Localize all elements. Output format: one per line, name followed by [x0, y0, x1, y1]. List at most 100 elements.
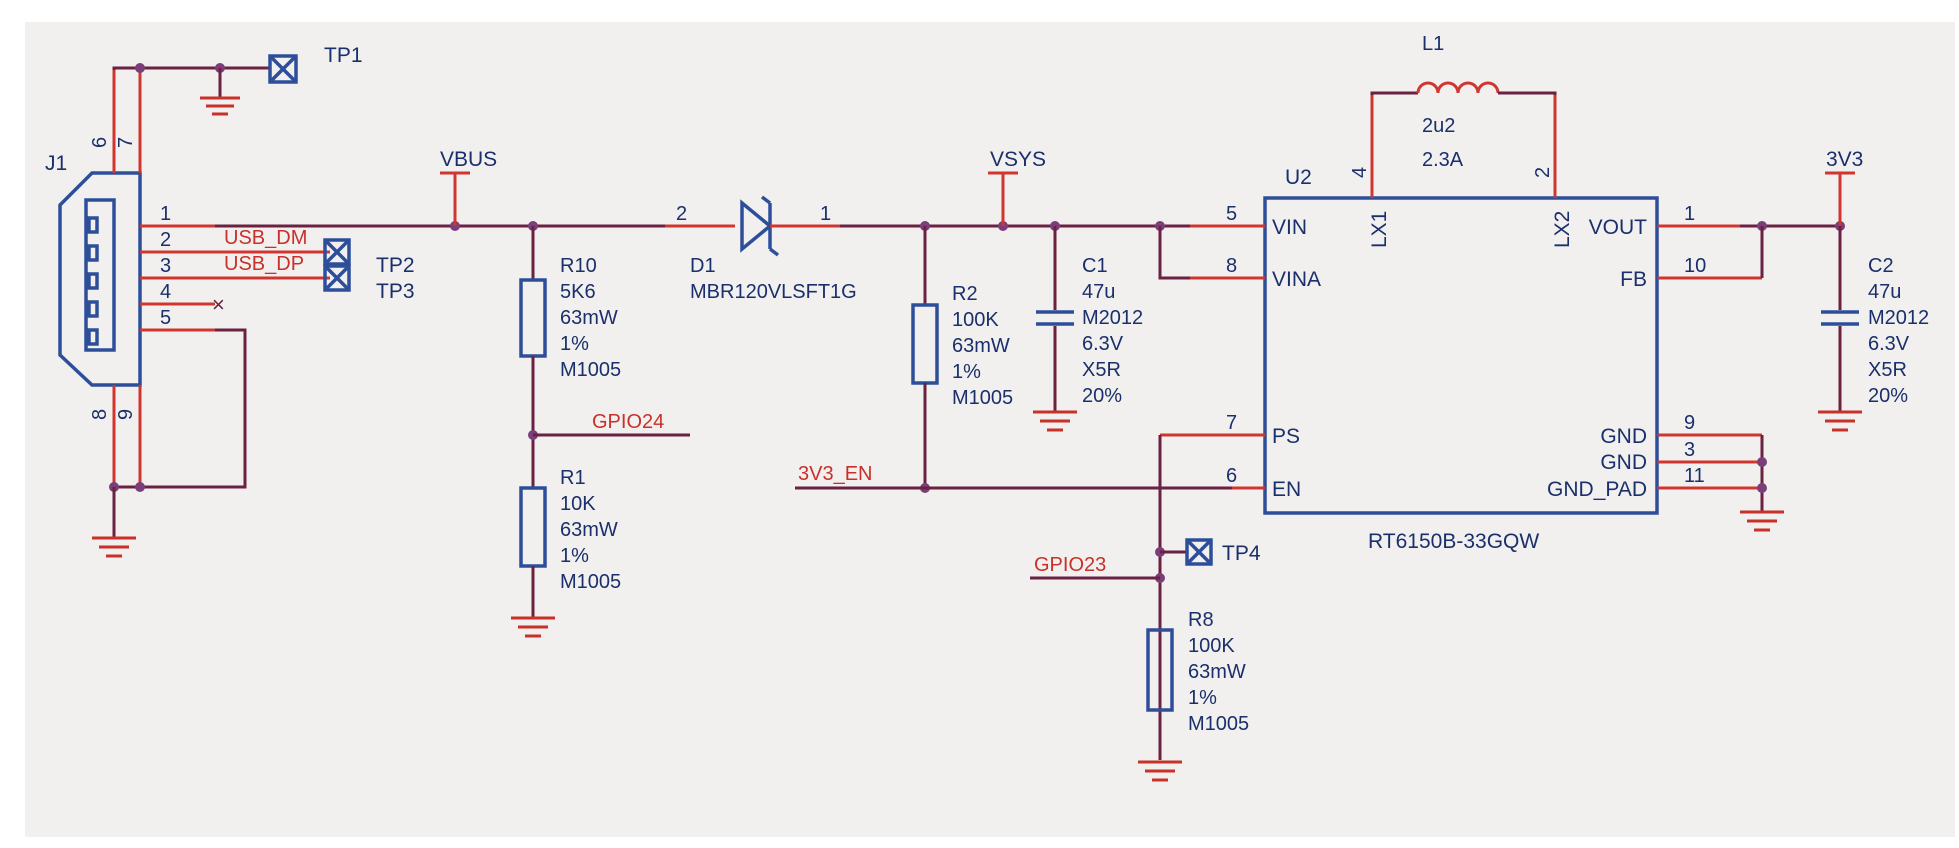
r8-tol: 1% [1188, 687, 1217, 709]
c2-value: 47u [1868, 281, 1901, 303]
r1-ref: R1 [560, 467, 586, 489]
r8-ref: R8 [1188, 609, 1214, 631]
d1-ref: D1 [690, 255, 716, 277]
c1-value: 47u [1082, 281, 1115, 303]
ground-symbol [200, 96, 240, 116]
testpoint-tp1[interactable]: TP1 [268, 44, 363, 84]
j1-ref: J1 [45, 152, 67, 175]
resistor-r2[interactable]: R2 100K 63mW 1% M1005 [911, 226, 1013, 488]
r1-pkg: M1005 [560, 571, 621, 593]
r2-ref: R2 [952, 283, 978, 305]
net-3v3-en: 3V3_EN [798, 463, 873, 485]
u2-ref: U2 [1285, 166, 1312, 189]
c2-volt: 6.3V [1868, 333, 1910, 355]
tp1-label: TP1 [324, 44, 363, 67]
tp2-label: TP2 [376, 254, 415, 277]
ground-symbol [1818, 410, 1862, 432]
testpoint-tp2[interactable]: TP2 [323, 238, 415, 277]
u2-pin-en-num: 6 [1226, 465, 1237, 487]
net-gpio24: GPIO24 [592, 411, 664, 433]
r10-value: 5K6 [560, 281, 596, 303]
r2-tol: 1% [952, 361, 981, 383]
j1-pin-5: 5 [160, 307, 171, 329]
r10-tol: 1% [560, 333, 589, 355]
capacitor-c1[interactable]: C1 47u M2012 6.3V X5R 20% [1036, 226, 1143, 412]
d1-pin-cathode: 1 [820, 203, 831, 225]
net-usb-dm: USB_DM [224, 227, 307, 249]
u2-pin-lx2: LX2 [1551, 211, 1574, 248]
u2-pin-vina: VINA [1272, 268, 1321, 291]
j1-pin-3: 3 [160, 255, 171, 277]
c1-diel: X5R [1082, 359, 1121, 381]
j1-pin-1: 1 [160, 203, 171, 225]
net-gpio23: GPIO23 [1034, 554, 1106, 576]
l1-value: 2u2 [1422, 115, 1455, 137]
l1-ref: L1 [1422, 33, 1444, 55]
u2-pin-lx1: LX1 [1368, 211, 1391, 248]
inductor-l1[interactable]: L1 2u2 2.3A [1370, 33, 1557, 171]
power-3v3: 3V3 [1826, 148, 1863, 171]
r1-tol: 1% [560, 545, 589, 567]
r10-power: 63mW [560, 307, 618, 329]
u2-pin-gnd2-num: 3 [1684, 439, 1695, 461]
c1-tol: 20% [1082, 385, 1122, 407]
u2-pin-vin: VIN [1272, 216, 1307, 239]
connector-j1[interactable]: J1 1 2 3 4 5 6 7 8 9 [45, 70, 330, 487]
tp4-label: TP4 [1222, 542, 1261, 565]
testpoint-tp4[interactable]: TP4 [1185, 538, 1261, 566]
diode-d1[interactable]: 2 1 D1 MBR120VLSFT1G [665, 195, 857, 303]
d1-value: MBR120VLSFT1G [690, 281, 857, 303]
u2-pin-en: EN [1272, 478, 1301, 501]
c2-tol: 20% [1868, 385, 1908, 407]
u2-pin-gndpad-num: 11 [1684, 465, 1705, 487]
j1-pin-4: 4 [160, 281, 171, 303]
u2-pin-ps-num: 7 [1226, 412, 1237, 434]
u2-pin-lx1-num: 4 [1349, 167, 1371, 178]
j1-pin-2: 2 [160, 229, 171, 251]
r10-ref: R10 [560, 255, 597, 277]
j1-pin-7: 7 [115, 137, 137, 148]
u2-pin-gndpad: GND_PAD [1547, 478, 1647, 501]
u2-pin-gnd1: GND [1600, 425, 1647, 448]
j1-pin-8: 8 [89, 409, 111, 420]
u2-pin-lx2-num: 2 [1532, 167, 1554, 178]
ground-symbol [1138, 760, 1182, 782]
net-usb-dp: USB_DP [224, 253, 304, 275]
j1-pin-6: 6 [89, 137, 111, 148]
ground-symbol [511, 616, 555, 638]
ic-u2[interactable]: U2 RT6150B-33GQW 5 8 7 6 VIN VINA PS EN … [1160, 95, 1762, 553]
r10-pkg: M1005 [560, 359, 621, 381]
r8-value: 100K [1188, 635, 1235, 657]
schematic-sheet [25, 22, 1955, 837]
l1-current: 2.3A [1422, 149, 1464, 171]
c2-diel: X5R [1868, 359, 1907, 381]
j1-pin-9: 9 [115, 409, 137, 420]
u2-pin-vin-num: 5 [1226, 203, 1237, 225]
u2-pin-gnd2: GND [1600, 451, 1647, 474]
power-vbus: VBUS [440, 148, 497, 171]
r8-power: 63mW [1188, 661, 1246, 683]
r2-pkg: M1005 [952, 387, 1013, 409]
resistor-r1[interactable]: R1 10K 63mW 1% M1005 [519, 467, 621, 618]
r2-value: 100K [952, 309, 999, 331]
u2-pin-fb: FB [1620, 268, 1647, 291]
resistor-r10[interactable]: R10 5K6 63mW 1% M1005 [519, 226, 621, 488]
ground-symbol [1033, 410, 1077, 432]
c2-ref: C2 [1868, 255, 1894, 277]
testpoint-tp3[interactable]: TP3 [323, 264, 415, 303]
c1-volt: 6.3V [1082, 333, 1124, 355]
ground-symbol [92, 536, 136, 558]
resistor-r8[interactable]: R8 100K 63mW 1% M1005 [1146, 609, 1249, 735]
c1-ref: C1 [1082, 255, 1108, 277]
power-vsys: VSYS [990, 148, 1046, 171]
u2-pin-vout-num: 1 [1684, 203, 1695, 225]
d1-pin-anode: 2 [676, 203, 687, 225]
u2-pin-gnd1-num: 9 [1684, 412, 1695, 434]
u2-pin-vout: VOUT [1589, 216, 1648, 239]
r1-value: 10K [560, 493, 596, 515]
u2-pin-fb-num: 10 [1684, 255, 1706, 277]
c1-pkg: M2012 [1082, 307, 1143, 329]
capacitor-c2[interactable]: C2 47u M2012 6.3V X5R 20% [1821, 226, 1929, 412]
no-connect-mark: × [212, 292, 225, 317]
u2-pin-ps: PS [1272, 425, 1300, 448]
